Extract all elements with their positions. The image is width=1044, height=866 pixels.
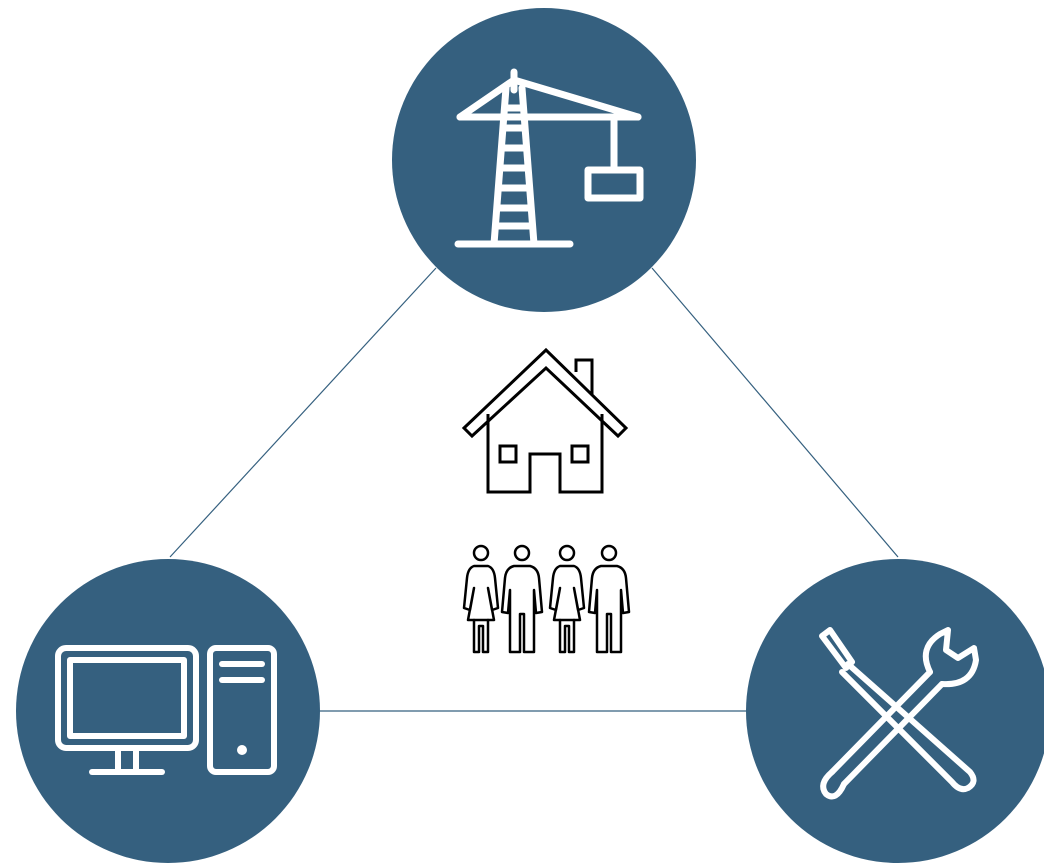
node-bottom-left <box>16 559 320 863</box>
person-1-icon <box>462 544 500 654</box>
person-4-icon <box>587 544 631 654</box>
connector-top-right <box>651 267 899 558</box>
person-3-icon <box>548 544 586 654</box>
node-top-circle <box>392 8 696 312</box>
desktop-computer-icon <box>55 645 277 775</box>
node-top <box>392 8 696 312</box>
node-bottom-left-circle <box>16 559 320 863</box>
power-dot-icon <box>237 745 247 755</box>
connector-lines <box>169 267 899 712</box>
connector-top-left <box>169 267 437 558</box>
wrench-screwdriver-icon <box>819 627 979 800</box>
node-bottom-right <box>746 559 1044 863</box>
person-2-icon <box>500 544 544 654</box>
construction-crane-icon <box>454 68 644 248</box>
family-people-icon <box>462 544 631 654</box>
house-icon <box>461 347 629 494</box>
